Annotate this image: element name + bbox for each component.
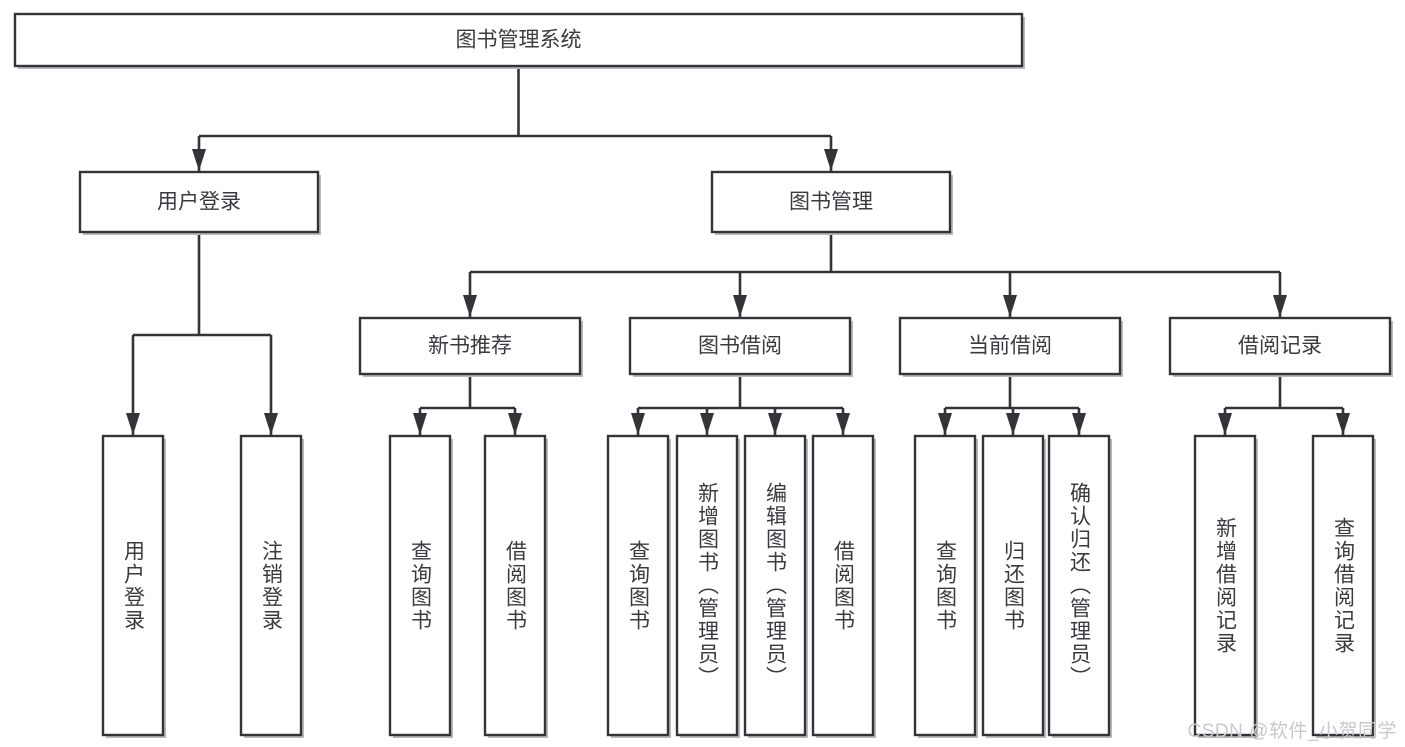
node-box-leaf-query-record[interactable]	[1311, 434, 1375, 737]
connectors-layer	[126, 66, 1350, 435]
connector-to-leaf-add-book-arrowhead-icon	[700, 413, 714, 435]
node-box-leaf-query-book-1[interactable]	[388, 434, 452, 737]
connector-to-leaf-return-book-arrowhead-icon	[1006, 413, 1020, 435]
connector-to-book-borrow-arrowhead-icon	[733, 295, 747, 317]
connector-to-leaf-query-book-1-arrowhead-icon	[413, 413, 427, 435]
node-box-book-manage[interactable]	[710, 170, 952, 234]
boxes-layer	[13, 12, 1393, 738]
node-root-label: 图书管理系统	[456, 29, 582, 52]
connector-to-leaf-edit-book-arrowhead-icon	[768, 413, 782, 435]
connector-to-leaf-query-book-2-arrowhead-icon	[631, 413, 645, 435]
node-box-leaf-query-book-2[interactable]	[606, 434, 670, 737]
connector-to-leaf-confirm-return-arrowhead-icon	[1072, 413, 1086, 435]
node-box-leaf-query-book-3[interactable]	[913, 434, 977, 737]
node-box-leaf-logout[interactable]	[239, 434, 303, 737]
node-box-borrow-record[interactable]	[1168, 316, 1392, 376]
node-box-leaf-user-login[interactable]	[101, 434, 165, 737]
node-box-root[interactable]	[13, 12, 1024, 68]
connector-to-leaf-add-record-arrowhead-icon	[1218, 413, 1232, 435]
connector-to-new-book-rec-arrowhead-icon	[463, 295, 477, 317]
node-book-borrow-label: 图书借阅	[698, 335, 782, 358]
connector-to-book-manage-arrowhead-icon	[824, 149, 838, 171]
connector-to-leaf-query-book-3-arrowhead-icon	[938, 413, 952, 435]
connector-to-leaf-query-record-arrowhead-icon	[1336, 413, 1350, 435]
node-box-user-login[interactable]	[78, 170, 320, 234]
node-current-borrow-label: 当前借阅	[968, 335, 1052, 358]
connector-to-leaf-borrow-book-1-arrowhead-icon	[508, 413, 522, 435]
node-box-leaf-borrow-book-1[interactable]	[483, 434, 547, 737]
connector-to-current-borrow-arrowhead-icon	[1003, 295, 1017, 317]
node-box-leaf-add-record[interactable]	[1193, 434, 1257, 737]
watermark-text: CSDN @软件_小贺同学	[1187, 721, 1397, 742]
node-user-login-label: 用户登录	[157, 191, 241, 214]
node-new-book-rec-label: 新书推荐	[428, 335, 512, 358]
node-borrow-record-label: 借阅记录	[1238, 335, 1322, 358]
connector-to-leaf-logout-arrowhead-icon	[264, 413, 278, 435]
node-box-leaf-confirm-return[interactable]	[1047, 434, 1111, 737]
node-book-manage-label: 图书管理	[789, 191, 873, 214]
connector-to-leaf-borrow-book-2-arrowhead-icon	[836, 413, 850, 435]
node-box-book-borrow[interactable]	[628, 316, 852, 376]
connector-to-borrow-record-arrowhead-icon	[1273, 295, 1287, 317]
node-box-current-borrow[interactable]	[898, 316, 1122, 376]
node-box-leaf-add-book[interactable]	[675, 434, 739, 737]
node-box-leaf-borrow-book-2[interactable]	[811, 434, 875, 737]
node-box-leaf-edit-book[interactable]	[743, 434, 807, 737]
node-box-leaf-return-book[interactable]	[981, 434, 1045, 737]
connector-to-user-login-arrowhead-icon	[192, 149, 206, 171]
node-box-new-book-rec[interactable]	[358, 316, 582, 376]
connector-to-leaf-user-login-arrowhead-icon	[126, 413, 140, 435]
